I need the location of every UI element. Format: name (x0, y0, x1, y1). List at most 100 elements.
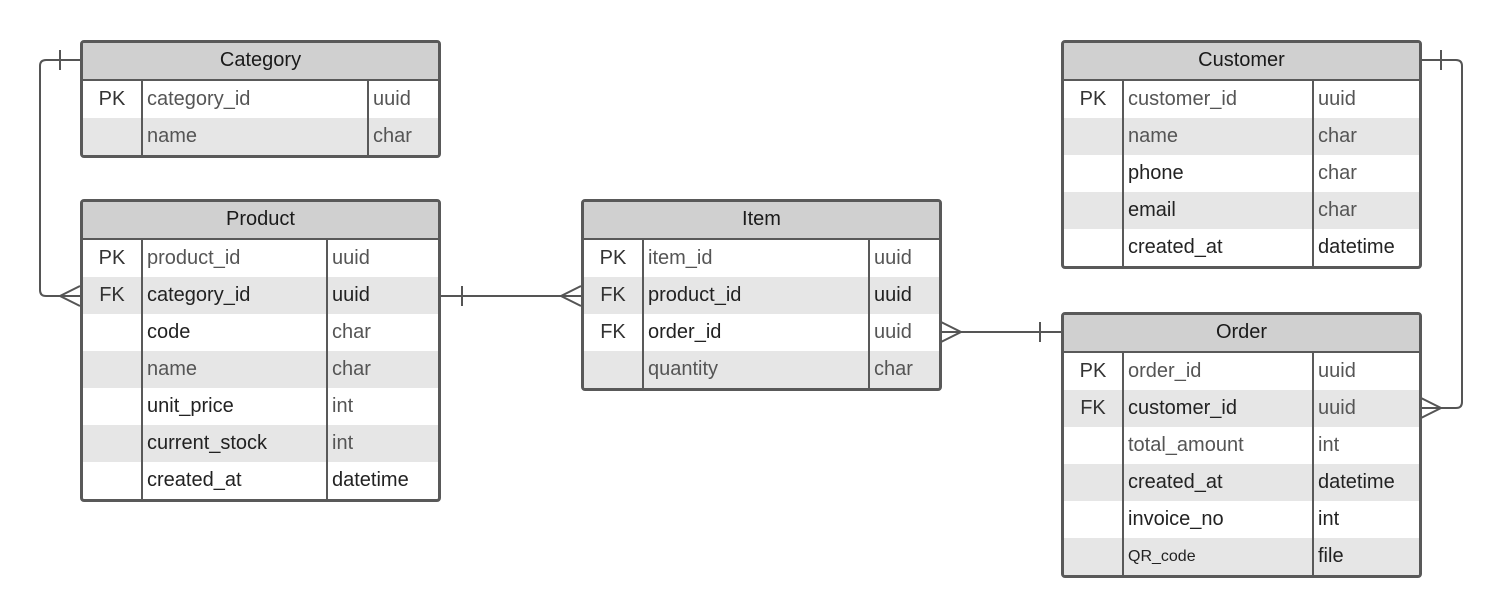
many-marker-item-product (558, 285, 582, 307)
key-cell (1064, 501, 1124, 538)
type-cell: char (1318, 199, 1357, 221)
key-cell (83, 462, 143, 499)
key-cell (1064, 427, 1124, 464)
type-cell: int (332, 432, 354, 454)
connector-category-product (39, 59, 80, 297)
table-row: quantity char (584, 351, 939, 388)
type-cell: uuid (373, 88, 411, 110)
connector-customer-order (1421, 59, 1463, 409)
type-cell: char (1318, 162, 1357, 184)
field-cell: created_at (1124, 464, 1314, 501)
table-row: created_at datetime (1064, 464, 1419, 501)
table-row: email char (1064, 192, 1419, 229)
type-cell: uuid (332, 247, 370, 269)
type-cell: uuid (1318, 88, 1356, 110)
type-cell: uuid (1318, 397, 1356, 419)
key-cell (1064, 229, 1124, 266)
type-cell: int (1318, 434, 1340, 456)
field-cell: total_amount (1124, 427, 1314, 464)
field-cell: item_id (644, 240, 870, 277)
field-cell: customer_id (1124, 390, 1314, 427)
entity-item[interactable]: Item PK item_id uuid FK product_id uuid … (581, 199, 942, 391)
field-cell: product_id (143, 240, 328, 277)
type-cell: uuid (1318, 360, 1356, 382)
key-cell (584, 351, 644, 388)
field-cell: customer_id (1124, 81, 1314, 118)
key-cell: PK (1064, 353, 1124, 390)
field-cell: name (143, 118, 369, 155)
field-cell: name (143, 351, 328, 388)
table-row: FK order_id uuid (584, 314, 939, 351)
key-cell: PK (1064, 81, 1124, 118)
many-marker-item-order (940, 321, 964, 343)
table-row: name char (83, 118, 438, 155)
field-cell: unit_price (143, 388, 328, 425)
key-cell: PK (584, 240, 644, 277)
table-row: FK category_id uuid (83, 277, 438, 314)
key-cell (1064, 192, 1124, 229)
key-cell (1064, 538, 1124, 575)
type-cell: file (1318, 545, 1344, 567)
field-cell: created_at (143, 462, 328, 499)
field-cell: order_id (644, 314, 870, 351)
field-cell: created_at (1124, 229, 1314, 266)
type-cell: int (332, 395, 354, 417)
table-row: invoice_no int (1064, 501, 1419, 538)
type-cell: int (1318, 508, 1340, 530)
entity-order[interactable]: Order PK order_id uuid FK customer_id uu… (1061, 312, 1422, 578)
key-cell: PK (83, 240, 143, 277)
table-row: phone char (1064, 155, 1419, 192)
table-row: created_at datetime (1064, 229, 1419, 266)
type-cell: uuid (332, 284, 370, 306)
type-cell: char (332, 321, 371, 343)
key-cell: FK (1064, 390, 1124, 427)
field-cell: name (1124, 118, 1314, 155)
entity-customer[interactable]: Customer PK customer_id uuid name char p… (1061, 40, 1422, 269)
key-cell (83, 388, 143, 425)
field-cell: QR_code (1124, 538, 1314, 575)
key-cell: FK (83, 277, 143, 314)
entity-title: Customer (1064, 43, 1419, 81)
table-row: PK customer_id uuid (1064, 81, 1419, 118)
entity-product[interactable]: Product PK product_id uuid FK category_i… (80, 199, 441, 502)
type-cell: char (874, 358, 913, 380)
table-row: name char (1064, 118, 1419, 155)
table-row: created_at datetime (83, 462, 438, 499)
field-cell: phone (1124, 155, 1314, 192)
table-row: PK category_id uuid (83, 81, 438, 118)
key-cell (1064, 464, 1124, 501)
field-cell: order_id (1124, 353, 1314, 390)
entity-title: Category (83, 43, 438, 81)
table-row: name char (83, 351, 438, 388)
table-row: code char (83, 314, 438, 351)
key-cell (1064, 118, 1124, 155)
key-cell (83, 351, 143, 388)
table-row: total_amount int (1064, 427, 1419, 464)
key-cell (83, 425, 143, 462)
entity-title: Order (1064, 315, 1419, 353)
many-marker-product-category (57, 285, 81, 307)
type-cell: char (332, 358, 371, 380)
table-row: PK product_id uuid (83, 240, 438, 277)
key-cell: FK (584, 277, 644, 314)
field-cell: category_id (143, 81, 369, 118)
entity-title: Product (83, 202, 438, 240)
type-cell: datetime (1318, 236, 1395, 258)
field-cell: category_id (143, 277, 328, 314)
type-cell: char (1318, 125, 1357, 147)
type-cell: uuid (874, 321, 912, 343)
type-cell: uuid (874, 284, 912, 306)
field-cell: email (1124, 192, 1314, 229)
entity-title: Item (584, 202, 939, 240)
entity-category[interactable]: Category PK category_id uuid name char (80, 40, 441, 158)
field-cell: invoice_no (1124, 501, 1314, 538)
table-row: current_stock int (83, 425, 438, 462)
table-row: QR_code file (1064, 538, 1419, 575)
key-cell: PK (83, 81, 143, 118)
type-cell: uuid (874, 247, 912, 269)
table-row: PK order_id uuid (1064, 353, 1419, 390)
table-row: FK customer_id uuid (1064, 390, 1419, 427)
field-cell: quantity (644, 351, 870, 388)
